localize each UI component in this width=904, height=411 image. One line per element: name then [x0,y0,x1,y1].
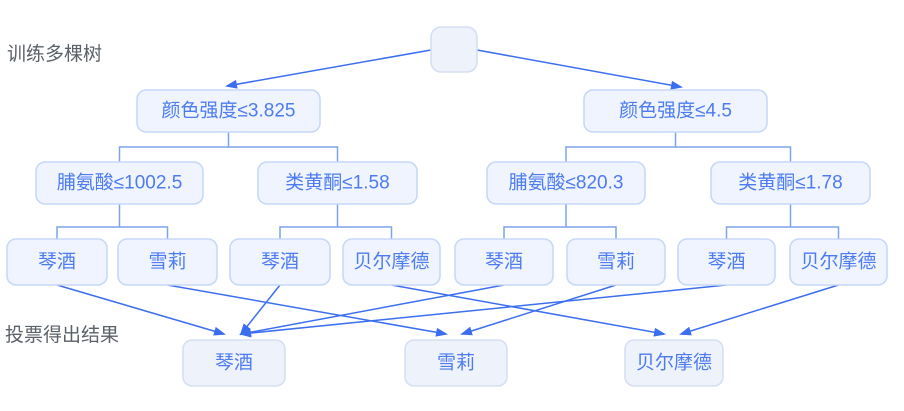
leaf-label: 琴酒 [38,251,76,273]
arrow-leaf5-to-gin [239,284,505,337]
arrow-leaf8-to-vermouth [679,284,839,336]
leaf-label: 琴酒 [261,251,299,273]
result-label: 琴酒 [215,352,253,374]
leaf-tree1-2: 雪莉 [117,238,218,286]
result-box [182,339,286,387]
leaf-label: 琴酒 [485,251,523,273]
arrow-leaf7-to-gin [239,284,727,338]
node-label: 类黄酮≤1.58 [285,172,389,194]
node-box [710,161,871,205]
connector-tree1-proline-children [56,204,169,239]
leaf-box [677,238,776,286]
leaf-box [229,238,331,286]
node-box [136,89,321,133]
node-label: 脯氨酸≤820.3 [509,172,624,194]
node-tree2-color-intensity: 颜色强度≤4.5 [583,89,768,133]
label-train-trees: 训练多棵树 [7,43,102,65]
arrow-root-to-tree2 [476,49,683,90]
root-node-box [430,26,478,73]
leaf-box [117,238,218,286]
result-sherry: 雪莉 [404,339,508,387]
node-box [583,89,768,133]
connector-tree1-flavonoid-children [279,204,393,239]
leaf-label: 贝尔摩德 [353,251,429,273]
leaf-tree2-4: 贝尔摩德 [789,238,888,286]
result-label: 雪莉 [437,352,475,374]
leaf-box [566,238,666,286]
arrow-root-to-tree1 [225,49,432,89]
arrow-leaf1-to-gin [56,284,226,336]
arrow-leaf3-to-gin [239,284,281,336]
node-tree1-proline: 脯氨酸≤1002.5 [35,161,204,205]
leaf-box [6,238,108,286]
node-label: 颜色强度≤4.5 [619,100,732,122]
root-node [430,26,478,73]
node-box [486,161,646,205]
result-box [624,339,724,387]
leaf-box [454,238,554,286]
arrow-leaf2-to-sherry [167,284,448,337]
result-vermouth: 贝尔摩德 [624,339,724,387]
leaf-label: 贝尔摩德 [800,251,876,273]
node-box [35,161,204,205]
node-box [257,161,418,205]
connector-tree2-proline-children [503,204,617,239]
leaf-label: 雪莉 [597,251,635,273]
arrow-leaf4-to-vermouth [391,284,666,337]
leaf-box [342,238,441,286]
leaf-tree2-3: 琴酒 [677,238,776,286]
leaf-tree1-3: 琴酒 [229,238,331,286]
node-tree2-flavonoid: 类黄酮≤1.78 [710,161,871,205]
leaf-tree1-1: 琴酒 [6,238,108,286]
arrow-leaf6-to-sherry [460,284,617,336]
node-tree1-flavonoid: 类黄酮≤1.58 [257,161,418,205]
label-vote-result: 投票得出结果 [5,324,119,346]
node-label: 颜色强度≤3.825 [162,100,296,122]
node-tree1-color-intensity: 颜色强度≤3.825 [136,89,321,133]
connector-tree2-level2 [565,132,792,162]
result-label: 贝尔摩德 [636,352,712,374]
result-gin: 琴酒 [182,339,286,387]
node-label: 类黄酮≤1.78 [738,172,842,194]
connector-tree1-level2 [118,132,339,162]
leaf-label: 雪莉 [148,251,186,273]
connector-tree2-flavonoid-children [725,204,840,239]
result-box [404,339,508,387]
leaf-label: 琴酒 [707,251,745,273]
leaf-tree2-1: 琴酒 [454,238,554,286]
leaf-tree2-2: 雪莉 [566,238,666,286]
leaf-tree1-4: 贝尔摩德 [342,238,441,286]
leaf-box [789,238,888,286]
node-tree2-proline: 脯氨酸≤820.3 [486,161,646,205]
node-label: 脯氨酸≤1002.5 [57,172,183,194]
